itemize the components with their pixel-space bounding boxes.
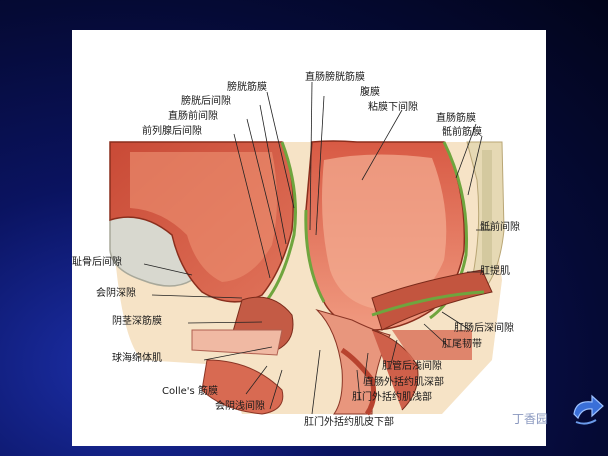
- anatomy-illustration: [109, 81, 505, 416]
- label-vesical-fascia: 膀胱筋膜: [227, 82, 267, 93]
- forward-arrow-icon[interactable]: [566, 392, 606, 432]
- label-submucosal-space: 粘膜下间隙: [368, 102, 418, 113]
- label-subcutaneous-external-sphincter: 肛门外括约肌皮下部: [304, 417, 394, 428]
- label-deep-retrorectal-space: 肛肠后深间隙: [454, 323, 514, 334]
- label-colles-fascia: Colle's 筋膜: [162, 386, 218, 397]
- slide-panel: 膀胱筋膜 直肠膀胱筋膜 腹膜 膀胱后间隙 粘膜下间隙 直肠前间隙 直肠筋膜 前列…: [72, 30, 546, 446]
- label-levator-ani: 肛提肌: [480, 266, 510, 277]
- label-presacral-space: 骶前间隙: [480, 222, 520, 233]
- label-superficial-postanal-space: 肛管后浅间隙: [382, 361, 442, 372]
- label-superficial-perineal-space: 会阴浅间隙: [215, 401, 265, 412]
- label-retrovesical-space: 膀胱后间隙: [181, 96, 231, 107]
- label-retroprostatic-space: 前列腺后间隙: [142, 126, 202, 137]
- watermark-text: 丁香园: [512, 412, 549, 426]
- label-deep-external-sphincter: 直肠外括约肌深部: [364, 377, 444, 388]
- label-presacral-fascia: 骶前筋膜: [442, 127, 482, 138]
- label-retropubic-space: 耻骨后间隙: [72, 257, 122, 268]
- label-deep-perineal-space: 会阴深隙: [96, 288, 136, 299]
- label-deep-penile-fascia: 阴茎深筋膜: [112, 316, 162, 327]
- leader-lines: [143, 81, 492, 415]
- label-rectovesical-fascia: 直肠膀胱筋膜: [305, 72, 365, 83]
- label-prerectal-space: 直肠前间隙: [168, 111, 218, 122]
- label-superficial-external-sphincter: 肛门外括约肌浅部: [352, 392, 432, 403]
- label-peritoneum: 腹膜: [360, 87, 380, 98]
- label-rectal-fascia: 直肠筋膜: [436, 113, 476, 124]
- label-bulbospongiosus: 球海绵体肌: [112, 353, 162, 364]
- label-anococcygeal-ligament: 肛尾韧带: [442, 339, 482, 350]
